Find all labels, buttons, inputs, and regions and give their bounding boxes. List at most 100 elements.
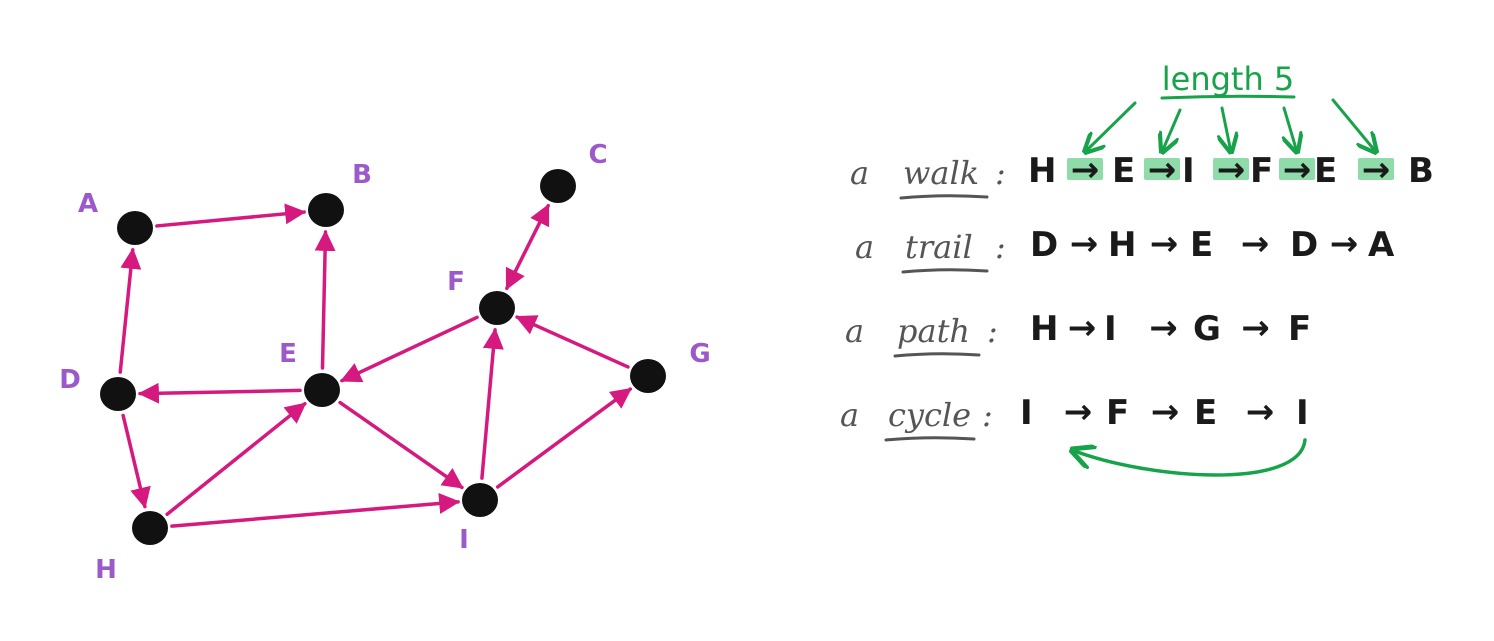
- sequence-article: a: [845, 312, 864, 350]
- node-label-f: F: [447, 267, 465, 297]
- sequence-kind: cycle: [888, 396, 971, 434]
- node-label-c: C: [588, 140, 607, 170]
- arrow-highlight: [1213, 158, 1249, 180]
- edge-e-d: [137, 382, 302, 404]
- sequence-arrow: →: [1071, 150, 1100, 190]
- sequence-arrow: →: [1241, 224, 1270, 264]
- sequence-arrow: →: [1362, 150, 1391, 190]
- node-h: [132, 511, 168, 545]
- sequence-colon: :: [987, 312, 998, 350]
- sequence-arrow: →: [1217, 150, 1246, 190]
- edge-h-e: [165, 402, 307, 516]
- length-pointer-arrow: [1222, 106, 1231, 152]
- sequence-arrow: →: [1330, 224, 1359, 264]
- node-label-e: E: [279, 339, 297, 369]
- sequence-step: H: [1030, 309, 1058, 349]
- node-label-a: A: [78, 189, 98, 219]
- edge-d-a: [118, 247, 142, 374]
- node-label-d: D: [59, 365, 81, 395]
- edge-i-f: [480, 327, 504, 480]
- sequence-kind-underline: [901, 268, 989, 274]
- sequence-arrow: →: [1241, 308, 1270, 348]
- sequence-step: E: [1190, 225, 1213, 265]
- node-a: [117, 211, 153, 245]
- sequence-step: E: [1314, 151, 1337, 191]
- sequence-arrow: →: [1070, 224, 1099, 264]
- sequence-step: E: [1112, 151, 1135, 191]
- edge-i-g: [495, 387, 633, 489]
- arrow-highlight: [1279, 158, 1315, 180]
- sequence-article: a: [840, 396, 859, 434]
- arrow-highlight: [1067, 158, 1103, 180]
- sequence-arrow: →: [1149, 308, 1178, 348]
- nodes-layer: [100, 169, 666, 545]
- node-labels-layer: A B C D E F G H I: [59, 140, 710, 585]
- node-c: [540, 169, 576, 203]
- sequence-step: I: [1104, 309, 1117, 349]
- sequence-colon: :: [995, 154, 1006, 192]
- edge-a-b: [155, 203, 307, 228]
- sequence-step: H: [1108, 225, 1136, 265]
- sequence-arrow: →: [1246, 392, 1275, 432]
- sequence-arrow: →: [1068, 308, 1097, 348]
- sequence-step: I: [1296, 393, 1309, 433]
- node-b: [308, 193, 344, 227]
- edge-c-f: [505, 203, 550, 291]
- sequence-step: E: [1194, 393, 1217, 433]
- sequence-arrow: →: [1151, 392, 1180, 432]
- sequence-step: D: [1030, 225, 1058, 265]
- sequence-arrow: →: [1064, 392, 1093, 432]
- sequence-kind-underline: [893, 352, 981, 358]
- length-annotation: length 5: [1085, 60, 1376, 152]
- sequence-step: G: [1193, 309, 1221, 349]
- edge-d-h: [121, 413, 151, 509]
- sequence-step: F: [1288, 309, 1311, 349]
- sequence-kind: walk: [903, 154, 979, 192]
- length-pointer-arrow: [1331, 98, 1376, 152]
- node-label-i: I: [459, 525, 469, 555]
- node-d: [100, 377, 136, 411]
- node-label-g: G: [689, 339, 710, 369]
- node-e: [304, 373, 340, 407]
- sequence-step: D: [1290, 225, 1318, 265]
- node-g: [630, 359, 666, 393]
- sequence-kind: trail: [905, 228, 973, 266]
- sequence-arrow: →: [1150, 224, 1179, 264]
- arrow-highlight: [1358, 158, 1394, 180]
- sequence-article: a: [850, 154, 869, 192]
- node-label-b: B: [352, 160, 372, 190]
- node-i: [462, 483, 498, 517]
- sequence-kind-underline: [884, 436, 976, 442]
- length-pointer-arrow: [1085, 101, 1137, 152]
- sequence-arrow: →: [1283, 150, 1312, 190]
- edge-e-i: [338, 400, 464, 490]
- edge-g-f: [515, 315, 630, 369]
- edge-e-b: [314, 229, 336, 370]
- sequence-step: B: [1408, 151, 1434, 191]
- sequence-colon: :: [982, 396, 993, 434]
- sequence-step: F: [1106, 393, 1129, 433]
- length-pointer-arrow: [1284, 106, 1297, 152]
- node-label-h: H: [95, 555, 117, 585]
- sequence-step: A: [1368, 225, 1395, 265]
- edges-layer: [118, 203, 633, 528]
- arrow-highlight: [1144, 158, 1180, 180]
- length-label: length 5: [1162, 60, 1295, 98]
- sequence-step: F: [1250, 151, 1273, 191]
- length-label-underline: [1160, 94, 1296, 100]
- sequence-colon: :: [995, 228, 1006, 266]
- edge-f-e: [340, 315, 479, 383]
- cycle-return-arrow: [1072, 438, 1307, 477]
- sequence-arrow: →: [1148, 150, 1177, 190]
- sequence-kind-underline: [899, 194, 989, 200]
- length-pointer-arrow: [1162, 108, 1182, 152]
- sequence-step: I: [1182, 151, 1195, 191]
- sequence-article: a: [855, 228, 874, 266]
- node-f: [479, 291, 515, 325]
